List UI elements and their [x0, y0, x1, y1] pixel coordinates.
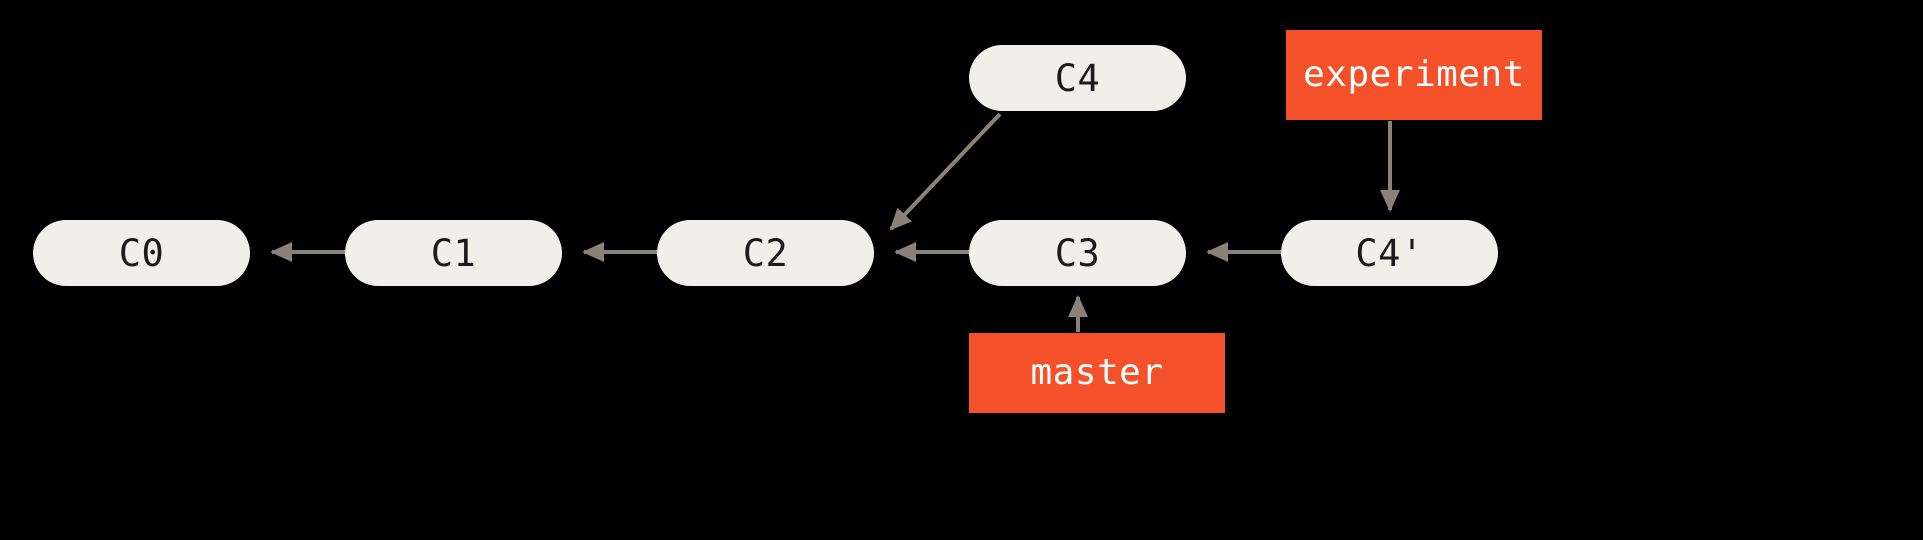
commit-label: C4': [1355, 231, 1424, 275]
commit-label: C0: [118, 231, 165, 275]
edge-c4-to-c2: [889, 112, 1002, 231]
branch-label-master[interactable]: master: [969, 333, 1225, 413]
commit-label: C3: [1054, 231, 1101, 275]
commit-label: C4: [1054, 56, 1101, 100]
commit-node-c4[interactable]: C4: [969, 45, 1186, 111]
commit-label: C2: [742, 231, 789, 275]
commit-node-c2[interactable]: C2: [657, 220, 874, 286]
commit-node-c1[interactable]: C1: [345, 220, 562, 286]
commit-label: C1: [430, 231, 477, 275]
branch-name: master: [1030, 352, 1164, 393]
branch-name: experiment: [1303, 54, 1525, 95]
commit-node-c3[interactable]: C3: [969, 220, 1186, 286]
commit-node-c4-prime[interactable]: C4': [1281, 220, 1498, 286]
commit-node-c0[interactable]: C0: [33, 220, 250, 286]
branch-label-experiment[interactable]: experiment: [1286, 30, 1542, 120]
